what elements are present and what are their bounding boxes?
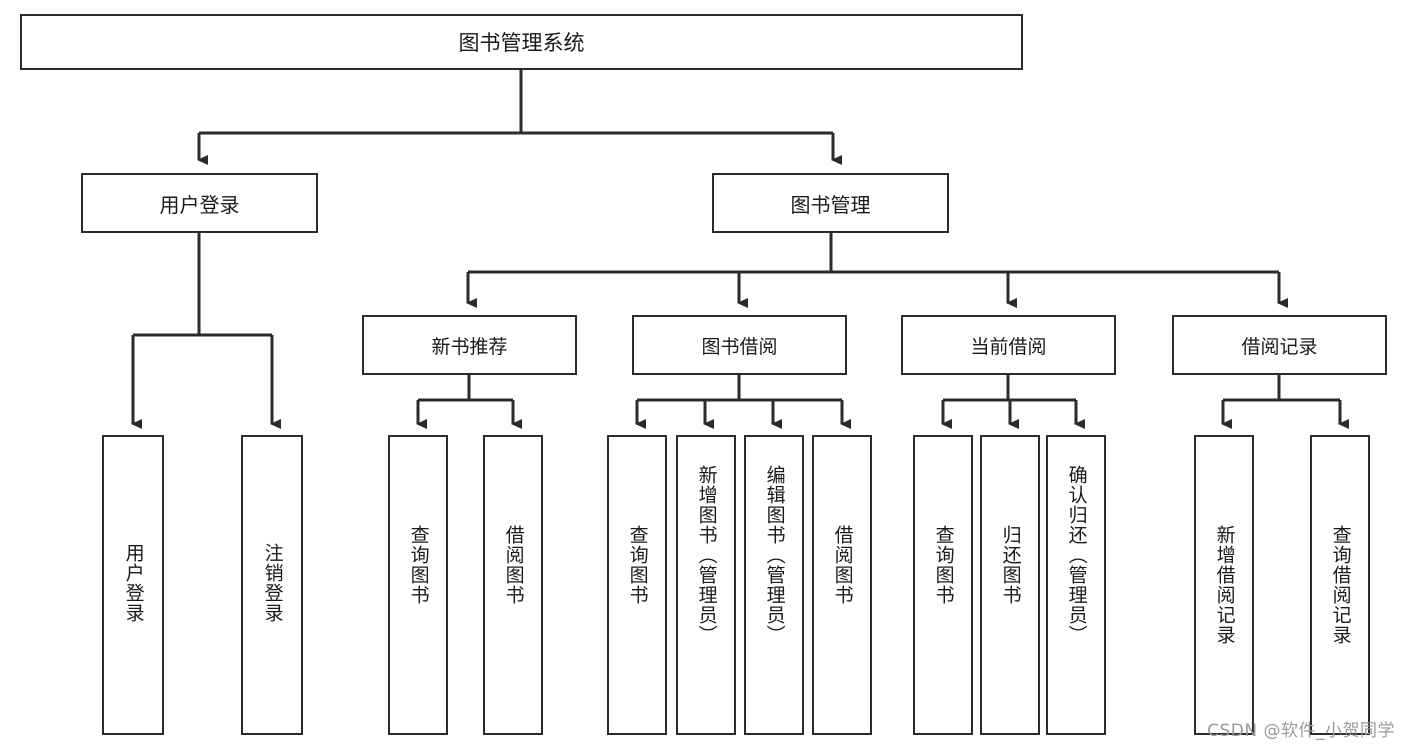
leaf-borrow-query-book[interactable]: 查询图书 xyxy=(607,435,667,735)
leaf-label: 借阅图书 xyxy=(831,525,854,605)
leaf-current-query-book[interactable]: 查询图书 xyxy=(913,435,973,735)
leaf-label: 查询图书 xyxy=(932,525,955,605)
leaf-borrow-borrow-book[interactable]: 借阅图书 xyxy=(812,435,872,735)
leaf-label: 新增借阅记录 xyxy=(1213,525,1236,645)
node-current-borrow[interactable]: 当前借阅 xyxy=(901,315,1116,375)
leaf-label: 用户登录 xyxy=(122,543,145,623)
node-label: 当前借阅 xyxy=(970,335,1047,358)
node-label: 用户登录 xyxy=(159,192,240,217)
leaf-user-login-signin[interactable]: 用户登录 xyxy=(102,435,164,735)
leaf-label: 借阅图书 xyxy=(502,525,525,605)
node-label: 图书管理系统 xyxy=(458,31,585,55)
node-new-book-recommend[interactable]: 新书推荐 xyxy=(362,315,577,375)
leaf-label: 新增图书（管理员） xyxy=(695,465,718,645)
watermark-text: CSDN @软件_小贺同学 xyxy=(1207,721,1395,741)
leaf-borrow-add-book-admin[interactable]: 新增图书（管理员） xyxy=(676,435,736,735)
node-user-login[interactable]: 用户登录 xyxy=(81,173,318,233)
node-book-management[interactable]: 图书管理 xyxy=(712,173,949,233)
leaf-borrow-edit-book-admin[interactable]: 编辑图书（管理员） xyxy=(744,435,804,735)
leaf-label: 归还图书 xyxy=(999,525,1022,605)
node-root-system[interactable]: 图书管理系统 xyxy=(20,14,1023,70)
leaf-label: 注销登录 xyxy=(261,543,284,623)
leaf-recommend-query-book[interactable]: 查询图书 xyxy=(388,435,448,735)
leaf-label: 确认归还（管理员） xyxy=(1065,465,1088,645)
leaf-label: 编辑图书（管理员） xyxy=(763,465,786,645)
leaf-user-login-signout[interactable]: 注销登录 xyxy=(241,435,303,735)
node-book-borrow[interactable]: 图书借阅 xyxy=(632,315,847,375)
leaf-label: 查询借阅记录 xyxy=(1329,525,1352,645)
node-label: 图书借阅 xyxy=(701,335,778,358)
leaf-current-confirm-return-admin[interactable]: 确认归还（管理员） xyxy=(1046,435,1106,735)
node-label: 新书推荐 xyxy=(431,335,508,358)
leaf-recommend-borrow-book[interactable]: 借阅图书 xyxy=(483,435,543,735)
node-borrow-record[interactable]: 借阅记录 xyxy=(1172,315,1387,375)
node-label: 借阅记录 xyxy=(1241,335,1318,358)
leaf-current-return-book[interactable]: 归还图书 xyxy=(980,435,1040,735)
node-label: 图书管理 xyxy=(790,192,871,217)
leaf-record-add-record[interactable]: 新增借阅记录 xyxy=(1194,435,1254,735)
leaf-label: 查询图书 xyxy=(407,525,430,605)
leaf-label: 查询图书 xyxy=(626,525,649,605)
leaf-record-query-record[interactable]: 查询借阅记录 xyxy=(1310,435,1370,735)
